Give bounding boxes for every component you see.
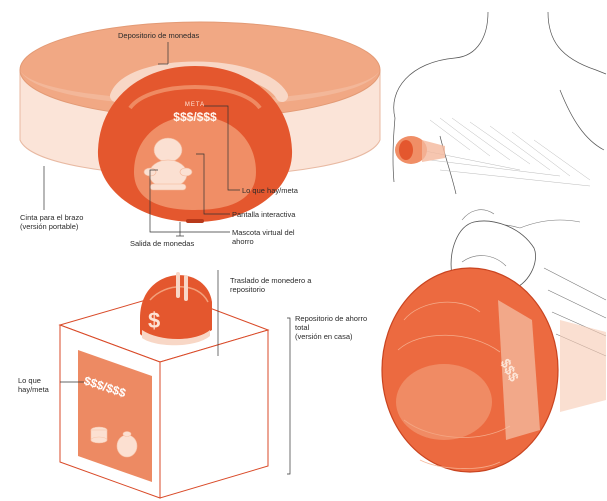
label-amount-goal: Lo que hay/meta: [242, 186, 298, 195]
label-arm-band: Cinta para el brazo (versión portable): [20, 213, 83, 231]
label-virtual-pet: Mascota virtual del ahorro: [232, 228, 295, 246]
hand-device-sketch: $$$: [382, 210, 606, 472]
arm-device-sketch: [395, 136, 445, 164]
coin-stack-icon: [91, 427, 107, 443]
device-meta-value: $$$/$$$: [173, 110, 217, 124]
label-transfer: Traslado de monedero a repositorio: [230, 276, 311, 294]
label-home-amount-goal: Lo que hay/meta: [18, 376, 49, 394]
label-interactive-screen: Pantalla interactiva: [232, 210, 295, 219]
home-repository-illustration: $$$/$$$ $: [60, 272, 268, 498]
device-illustration: META $$$/$$$: [98, 66, 292, 223]
label-coin-deposit: Depositorio de monedas: [118, 31, 199, 40]
label-total-repository: Repositorio de ahorro total (versión en …: [295, 314, 367, 341]
device-meta-label: META: [185, 102, 205, 108]
home-coin-symbol: $: [148, 308, 160, 333]
label-coin-exit: Salida de monedas: [130, 239, 194, 248]
arm-sketch-top: [393, 12, 606, 194]
